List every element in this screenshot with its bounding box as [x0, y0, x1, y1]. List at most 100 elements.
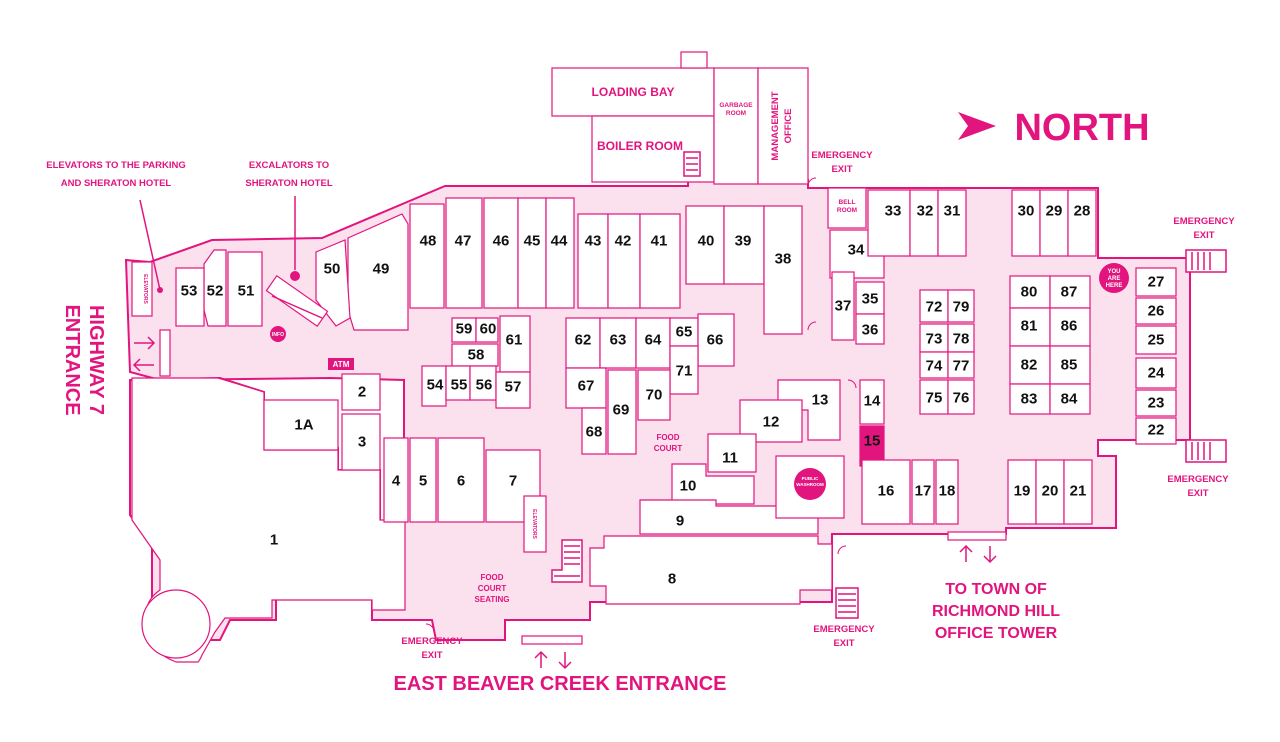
unit-66[interactable]	[697, 313, 735, 367]
unit-16[interactable]	[861, 459, 911, 525]
unit-77[interactable]	[947, 351, 975, 379]
unit-72[interactable]	[919, 289, 949, 323]
unit-81[interactable]	[1009, 307, 1051, 347]
unit-69[interactable]	[607, 369, 637, 455]
unit-2[interactable]	[341, 373, 381, 411]
unit-43[interactable]	[577, 213, 609, 309]
unit-40[interactable]	[685, 205, 725, 285]
seating-label-2: COURT	[478, 584, 507, 593]
unit-33[interactable]	[867, 189, 911, 257]
unit-45[interactable]	[517, 197, 547, 309]
unit-79[interactable]	[947, 289, 975, 323]
unit-num-36: 36	[862, 322, 879, 339]
unit-87[interactable]	[1049, 275, 1091, 309]
unit-76[interactable]	[947, 379, 975, 415]
exit-se-1: EMERGENCY	[1167, 474, 1229, 485]
unit-num-14: 14	[864, 393, 881, 410]
unit-47[interactable]	[445, 197, 483, 309]
elevators-parking-label-1: ELEVATORS TO THE PARKING	[46, 160, 186, 171]
unit-84[interactable]	[1049, 383, 1091, 415]
unit-4[interactable]	[383, 437, 409, 523]
unit-num-86: 86	[1061, 318, 1078, 335]
loading-bay-label: LOADING BAY	[592, 85, 675, 99]
unit-8[interactable]	[589, 535, 833, 605]
unit-54[interactable]	[421, 365, 447, 407]
unit-44[interactable]	[545, 197, 575, 309]
unit-num-45: 45	[524, 233, 541, 250]
unit-5[interactable]	[409, 437, 437, 523]
unit-41[interactable]	[639, 213, 681, 309]
unit-68[interactable]	[581, 407, 607, 455]
unit-32[interactable]	[909, 189, 939, 257]
unit-27[interactable]	[1135, 267, 1177, 297]
unit-55[interactable]	[445, 365, 471, 401]
unit-14[interactable]	[859, 379, 885, 425]
unit-65[interactable]	[669, 317, 699, 347]
unit-num-87: 87	[1061, 284, 1078, 301]
unit-24[interactable]	[1135, 357, 1177, 389]
unit-62[interactable]	[565, 317, 601, 369]
unit-51[interactable]	[227, 251, 263, 327]
unit-11[interactable]	[707, 433, 757, 473]
unit-30[interactable]	[1011, 189, 1041, 257]
unit-23[interactable]	[1135, 389, 1177, 417]
unit-63[interactable]	[599, 317, 637, 369]
elevators-parking-label-2: AND SHERATON HOTEL	[61, 178, 172, 189]
unit-num-76: 76	[953, 390, 970, 407]
unit-50[interactable]	[315, 239, 351, 327]
unit-35[interactable]	[855, 281, 885, 315]
unit-num-16: 16	[878, 483, 895, 500]
exit-sw-1: EMERGENCY	[401, 636, 463, 647]
unit-29[interactable]	[1039, 189, 1069, 257]
unit-num-54: 54	[427, 377, 444, 394]
unit-67[interactable]	[565, 367, 607, 409]
highway-entrance-arrows	[132, 336, 156, 372]
unit-num-21: 21	[1070, 483, 1087, 500]
unit-25[interactable]	[1135, 325, 1177, 355]
unit-37[interactable]	[831, 271, 855, 341]
unit-46[interactable]	[483, 197, 519, 309]
unit-61[interactable]	[499, 315, 531, 373]
unit-57[interactable]	[495, 371, 531, 409]
unit-num-60: 60	[480, 321, 497, 338]
unit-num-48: 48	[420, 233, 437, 250]
unit-21[interactable]	[1063, 459, 1093, 525]
unit-num-23: 23	[1148, 395, 1165, 412]
unit-70[interactable]	[637, 369, 671, 421]
unit-15[interactable]	[859, 425, 885, 467]
unit-42[interactable]	[607, 213, 641, 309]
unit-86[interactable]	[1049, 307, 1091, 347]
unit-19[interactable]	[1007, 459, 1037, 525]
unit-num-73: 73	[926, 331, 943, 348]
unit-59[interactable]	[451, 317, 477, 343]
unit-60[interactable]	[475, 317, 499, 343]
unit-num-15: 15	[864, 433, 881, 450]
highway-entrance-label-2: ENTRANCE	[61, 304, 83, 415]
unit-num-38: 38	[775, 251, 792, 268]
unit-36[interactable]	[855, 313, 885, 345]
unit-48[interactable]	[409, 203, 445, 309]
unit-6[interactable]	[437, 437, 485, 523]
unit-num-61: 61	[506, 332, 523, 349]
food-court-label-1: FOOD	[656, 433, 679, 442]
unit-3[interactable]	[341, 413, 381, 471]
unit-74[interactable]	[919, 351, 949, 379]
unit-71[interactable]	[669, 345, 699, 395]
unit-80[interactable]	[1009, 275, 1051, 309]
unit-22[interactable]	[1135, 417, 1177, 445]
unit-17[interactable]	[911, 459, 935, 525]
unit-num-43: 43	[585, 233, 602, 250]
unit-num-84: 84	[1061, 391, 1078, 408]
unit-1a[interactable]	[263, 399, 339, 451]
unit-num-77: 77	[953, 358, 970, 375]
unit-38[interactable]	[763, 205, 803, 335]
unit-85[interactable]	[1049, 345, 1091, 385]
unit-18[interactable]	[935, 459, 959, 525]
unit-28[interactable]	[1067, 189, 1097, 257]
unit-53[interactable]	[175, 267, 205, 327]
unit-64[interactable]	[635, 317, 671, 369]
unit-num-1: 1	[270, 532, 278, 549]
seating-label-1: FOOD	[480, 573, 503, 582]
unit-26[interactable]	[1135, 297, 1177, 325]
unit-31[interactable]	[937, 189, 967, 257]
